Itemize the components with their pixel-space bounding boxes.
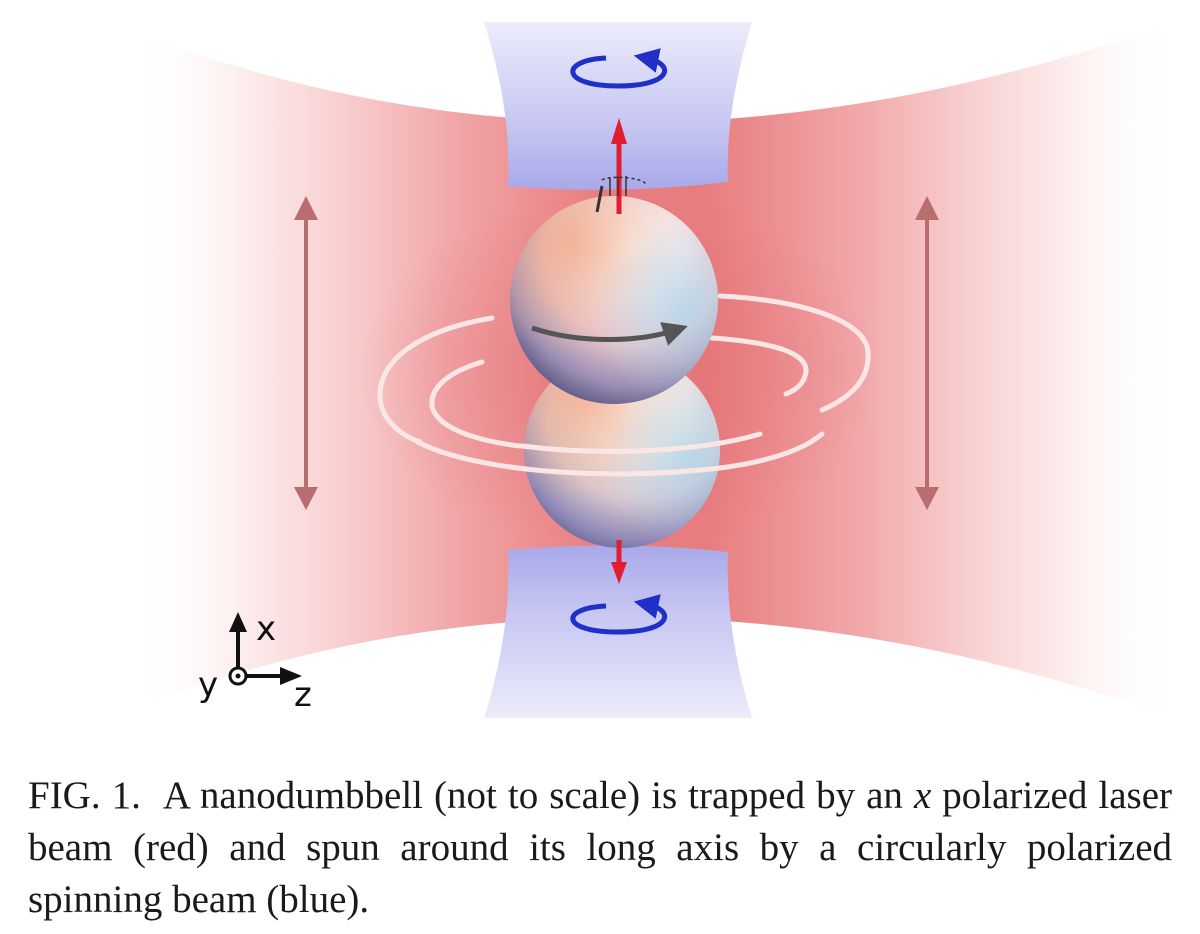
polarization-arrow-right-icon <box>915 196 939 510</box>
figure-illustration: x y z <box>130 20 1180 720</box>
caption-text-part1: A nanodumbbell (not to scale) is trapped… <box>162 774 914 817</box>
force-arrow-up-icon <box>611 118 627 214</box>
z-axis-label: z <box>294 675 312 715</box>
x-axis-label: x <box>256 609 276 649</box>
figure-caption: FIG. 1. A nanodumbbell (not to scale) is … <box>28 770 1172 926</box>
rotation-arrow-icon <box>531 322 688 346</box>
coordinate-axes: x y z <box>198 609 312 715</box>
spinning-beam-top <box>484 22 752 190</box>
spin-arrow-bottom-icon <box>570 594 667 635</box>
dumbbell-sphere-top <box>510 196 718 404</box>
figure-label: FIG. 1. <box>28 774 141 817</box>
caption-text-part2: polarized laser beam (red) and spun arou… <box>28 774 1172 921</box>
orbit-rings-front <box>415 431 825 477</box>
y-axis-label: y <box>198 665 218 705</box>
torque-marks-icon <box>595 176 647 213</box>
orbit-rings-back <box>377 293 871 449</box>
polarization-arrow-left-icon <box>294 196 318 510</box>
force-arrow-down-icon <box>611 540 627 584</box>
caption-variable-x: x <box>913 774 932 817</box>
spin-arrow-top-icon <box>570 48 667 89</box>
